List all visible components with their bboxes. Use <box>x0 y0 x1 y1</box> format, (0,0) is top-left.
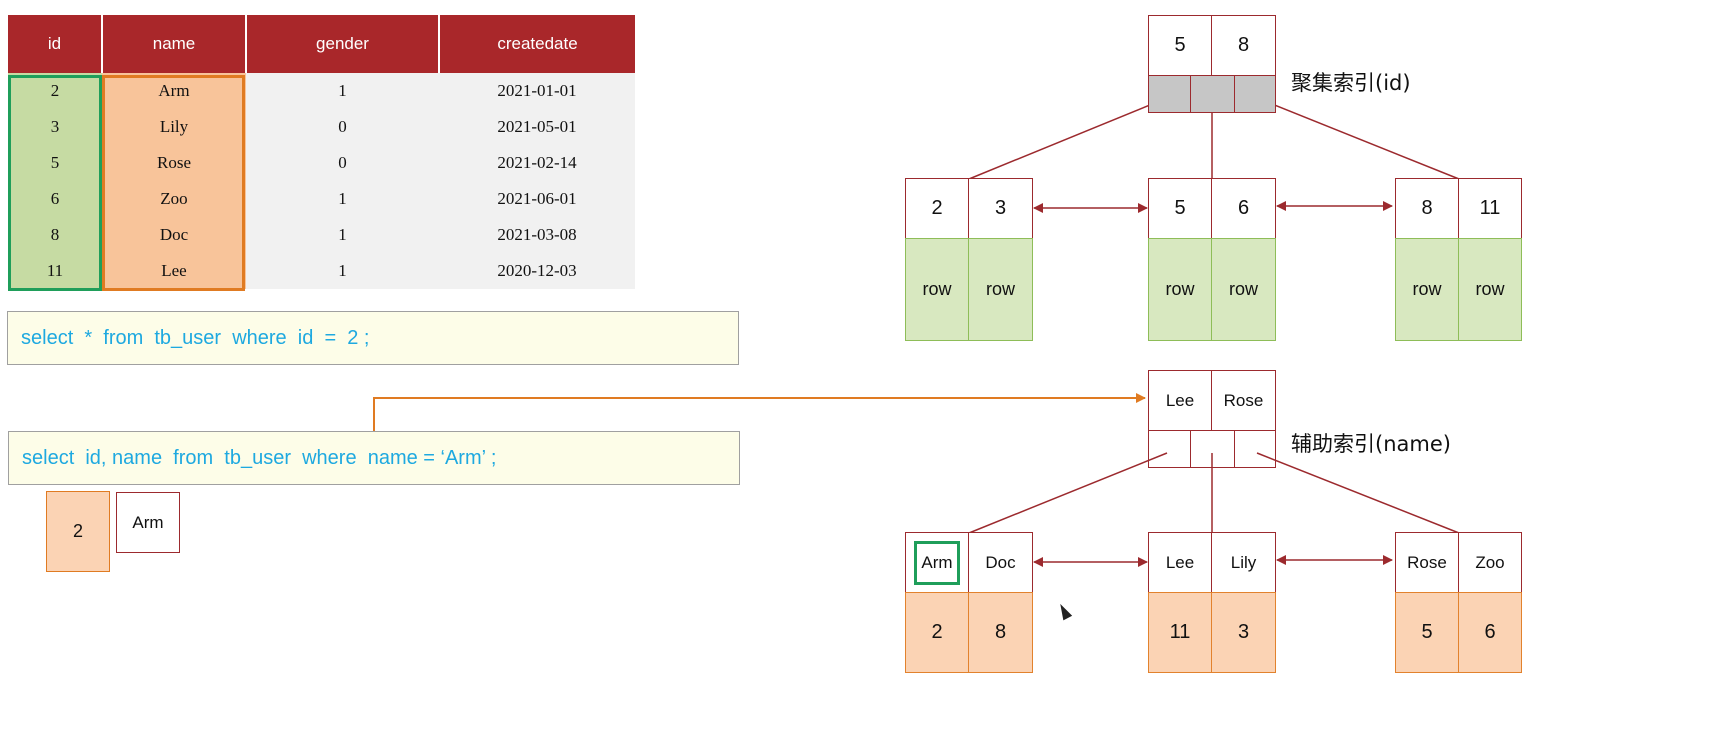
cell-name: Lee <box>102 253 246 289</box>
secondary-root-pointer <box>1234 430 1276 468</box>
cell-name: Arm <box>102 73 246 109</box>
secondary-leaf-key: Lee <box>1148 532 1212 593</box>
secondary-root-key: Rose <box>1211 370 1276 431</box>
cell-id: 3 <box>8 109 102 145</box>
cell-name: Lily <box>102 109 246 145</box>
cell-id: 6 <box>8 181 102 217</box>
cell-id: 5 <box>8 145 102 181</box>
clustered-leaf-key: 11 <box>1458 178 1522 239</box>
cell-gender: 1 <box>246 217 439 253</box>
secondary-leaf-primary-key: 11 <box>1148 592 1212 673</box>
table-row: 2 Arm 1 2021-01-01 <box>8 73 635 109</box>
clustered-leaf-row: row <box>968 238 1033 341</box>
secondary-leaf-key: Lily <box>1211 532 1276 593</box>
secondary-root-key: Lee <box>1148 370 1212 431</box>
header-name: name <box>102 15 247 73</box>
clustered-leaf-row: row <box>1458 238 1522 341</box>
cell-name: Rose <box>102 145 246 181</box>
lookup-arrow <box>373 393 1146 431</box>
secondary-leaf-key: Rose <box>1395 532 1459 593</box>
result-id: 2 <box>46 491 110 572</box>
clustered-leaf-key: 5 <box>1148 178 1212 239</box>
secondary-leaf-key: Zoo <box>1458 532 1522 593</box>
header-createdate: createdate <box>439 15 635 73</box>
clustered-root-pointer <box>1234 75 1276 113</box>
result-name: Arm <box>116 492 180 553</box>
secondary-leaf-primary-key: 8 <box>968 592 1033 673</box>
cell-id: 2 <box>8 73 102 109</box>
secondary-leaf-primary-key: 6 <box>1458 592 1522 673</box>
secondary-branch-right <box>1256 452 1460 534</box>
secondary-index-caption: 辅助索引(name) <box>1291 432 1451 456</box>
user-table: id name gender createdate 2 Arm 1 2021-0… <box>8 15 635 289</box>
clustered-leaf-key: 2 <box>905 178 969 239</box>
clustered-root-key: 5 <box>1148 15 1212 76</box>
clustered-leaf-row: row <box>1395 238 1459 341</box>
table-row: 8 Doc 1 2021-03-08 <box>8 217 635 253</box>
clustered-leaf-row: row <box>1148 238 1212 341</box>
table-row: 3 Lily 0 2021-05-01 <box>8 109 635 145</box>
clustered-leaf-key: 6 <box>1211 178 1276 239</box>
query-by-id: select * from tb_user where id = 2 ; <box>7 311 739 365</box>
table-row: 6 Zoo 1 2021-06-01 <box>8 181 635 217</box>
cell-createdate: 2021-05-01 <box>439 109 635 145</box>
cell-id: 11 <box>8 253 102 289</box>
clustered-leaf-key: 3 <box>968 178 1033 239</box>
secondary-root-pointer <box>1190 430 1235 468</box>
clustered-root-key: 8 <box>1211 15 1276 76</box>
cell-id: 8 <box>8 217 102 253</box>
cell-gender: 1 <box>246 181 439 217</box>
cell-gender: 1 <box>246 253 439 289</box>
secondary-branch-left <box>968 452 1168 534</box>
clustered-branch-left <box>968 97 1168 180</box>
cell-createdate: 2020-12-03 <box>439 253 635 289</box>
cell-createdate: 2021-02-14 <box>439 145 635 181</box>
cell-name: Doc <box>102 217 246 253</box>
header-gender: gender <box>246 15 440 73</box>
clustered-root-pointer <box>1148 75 1191 113</box>
clustered-root-pointer <box>1190 75 1235 113</box>
clustered-leaf-key: 8 <box>1395 178 1459 239</box>
table-row: 11 Lee 1 2020-12-03 <box>8 253 635 289</box>
secondary-leaf-primary-key: 5 <box>1395 592 1459 673</box>
clustered-leaf-row: row <box>905 238 969 341</box>
table-header-row: id name gender createdate <box>8 15 635 73</box>
cell-gender: 1 <box>246 73 439 109</box>
secondary-leaf-primary-key: 2 <box>905 592 969 673</box>
table-row: 5 Rose 0 2021-02-14 <box>8 145 635 181</box>
header-id: id <box>8 15 103 73</box>
cell-createdate: 2021-01-01 <box>439 73 635 109</box>
secondary-leaf-key: Arm <box>905 532 969 593</box>
cell-gender: 0 <box>246 145 439 181</box>
cell-name: Zoo <box>102 181 246 217</box>
secondary-root-pointer <box>1148 430 1191 468</box>
matched-key-highlight: Arm <box>914 540 960 585</box>
clustered-index-caption: 聚集索引(id) <box>1291 71 1411 95</box>
cell-createdate: 2021-06-01 <box>439 181 635 217</box>
cell-gender: 0 <box>246 109 439 145</box>
query-by-name: select id, name from tb_user where name … <box>8 431 740 485</box>
clustered-leaf-row: row <box>1211 238 1276 341</box>
secondary-leaf-key: Doc <box>968 532 1033 593</box>
clustered-branch-right <box>1256 97 1460 180</box>
cell-createdate: 2021-03-08 <box>439 217 635 253</box>
secondary-leaf-primary-key: 3 <box>1211 592 1276 673</box>
